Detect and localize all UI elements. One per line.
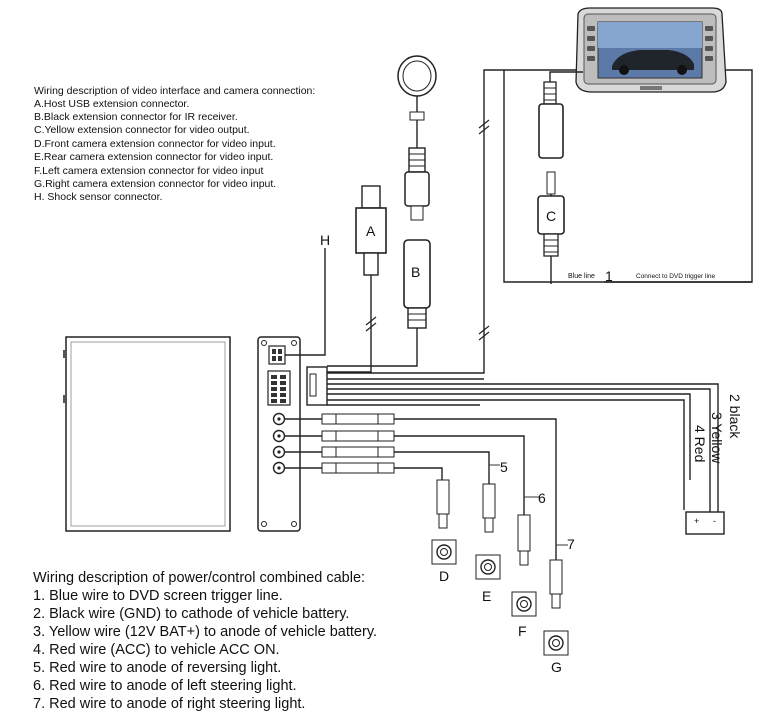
video-out-connector-c: C: [537, 71, 583, 284]
interface-module-box: [63, 336, 231, 532]
wire-label-yellow: 3 Yellow: [709, 412, 725, 464]
video-description: Wiring description of video interface an…: [34, 85, 315, 203]
label-c: C: [546, 208, 556, 224]
wire-number-6: 6: [538, 490, 546, 506]
video-description-item: E.Rear camera extension connector for vi…: [34, 151, 273, 163]
video-description-item: G.Right camera extension connector for v…: [34, 178, 276, 190]
power-harness: [306, 69, 753, 512]
camera-harness: [285, 413, 568, 560]
camera-plug-g: [543, 559, 569, 656]
power-description-item: 2. Black wire (GND) to cathode of vehicl…: [33, 606, 349, 622]
dvd-trigger-label: Connect to DVD trigger line: [636, 273, 716, 280]
label-f: F: [518, 623, 527, 639]
usb-connector-a: A: [327, 185, 387, 373]
shock-sensor-port: [268, 345, 286, 365]
label-d: D: [439, 568, 449, 584]
wire-label-red: 4 Red: [692, 425, 708, 462]
battery-minus: -: [713, 516, 716, 526]
dvd-head-unit: [575, 7, 727, 93]
connector-panel: [257, 336, 301, 532]
blue-line-label: Blue line: [568, 273, 595, 280]
video-description-item: C.Yellow extension connector for video o…: [34, 124, 250, 136]
label-g: G: [551, 659, 562, 675]
wire-label-black: 2 black: [727, 394, 743, 439]
video-description-item: D.Front camera extension connector for v…: [34, 138, 276, 150]
video-description-item: A.Host USB extension connector.: [34, 98, 189, 110]
video-description-item: H. Shock sensor connector.: [34, 191, 162, 203]
power-description: Wiring description of power/control comb…: [33, 570, 377, 712]
trigger-line: Blue line 1 Connect to DVD trigger line: [503, 70, 752, 284]
shock-sensor-lead: H: [285, 232, 330, 356]
camera-plug-d: [431, 479, 457, 565]
label-b: B: [411, 264, 420, 280]
video-description-item: B.Black extension connector for IR recei…: [34, 111, 238, 123]
battery-plus: +: [694, 516, 699, 526]
vehicle-battery: + -: [685, 511, 725, 535]
power-description-item: 6. Red wire to anode of left steering li…: [33, 678, 297, 694]
label-h: H: [320, 232, 330, 248]
label-a: A: [366, 223, 376, 239]
power-description-item: 7. Red wire to anode of right steering l…: [33, 696, 305, 712]
label-e: E: [482, 588, 491, 604]
camera-plug-f: [511, 514, 537, 617]
wire-number-1: 1: [605, 268, 613, 284]
wire-number-7: 7: [567, 536, 575, 552]
power-description-item: 1. Blue wire to DVD screen trigger line.: [33, 588, 283, 604]
camera-plug-e: [475, 483, 501, 580]
power-description-item: 4. Red wire (ACC) to vehicle ACC ON.: [33, 642, 280, 658]
power-description-item: 3. Yellow wire (12V BAT+) to anode of ve…: [33, 624, 377, 640]
video-description-item: F.Left camera extension connector for vi…: [34, 165, 263, 177]
power-description-title: Wiring description of power/control comb…: [33, 570, 365, 586]
wire-number-5: 5: [500, 459, 508, 475]
ir-receiver-b: B: [327, 55, 437, 367]
power-description-item: 5. Red wire to anode of reversing light.: [33, 660, 281, 676]
camera-sockets: [272, 412, 286, 475]
video-description-title: Wiring description of video interface an…: [34, 85, 315, 97]
